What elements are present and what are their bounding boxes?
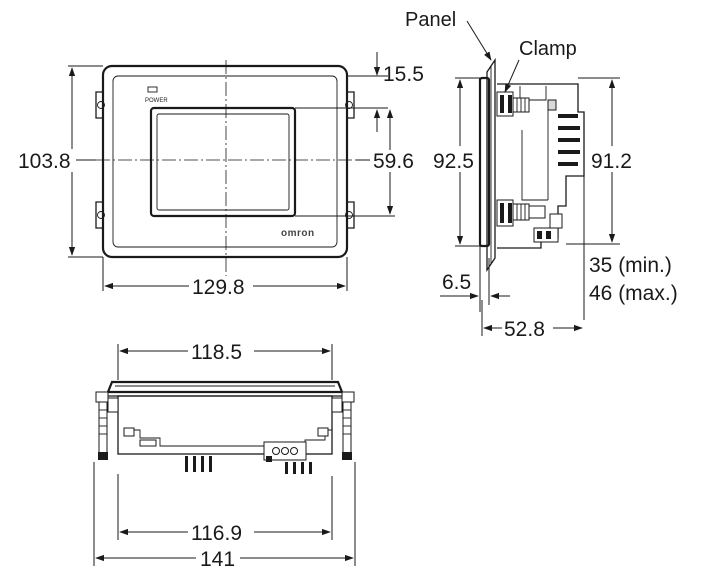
power-led (147, 86, 158, 93)
dim-screen-offset: 15.5 (295, 52, 424, 132)
mounting-tab-left-top (95, 91, 105, 119)
power-label: POWER (145, 98, 168, 104)
front-view: POWER omron (95, 60, 356, 276)
side-depth-value: 52.8 (504, 318, 545, 341)
panel-label: Panel (405, 9, 456, 31)
min-depth-value: 35 (min.) (589, 254, 672, 277)
dim-screen-height: 59.6 (295, 109, 414, 217)
mounting-tab-left-bottom (95, 201, 105, 229)
front-bezel-outer (101, 64, 349, 259)
front-width-value: 129.8 (192, 276, 245, 299)
bottom-top-width-value: 118.5 (191, 341, 242, 364)
mounting-tab-right-bottom (345, 201, 355, 229)
front-height-value: 103.8 (18, 150, 71, 173)
dim-bottom-top-width: 118.5 (117, 341, 333, 380)
dim-side-depth: 52.8 (481, 300, 583, 341)
side-bezel (478, 76, 491, 248)
panel-thickness-value: 6.5 (442, 271, 471, 294)
front-bezel-inner (112, 75, 338, 248)
dim-side-panel-height: 92.5 (433, 77, 480, 247)
dim-panel-thickness: 6.5 (440, 246, 510, 312)
screen-offset-value: 15.5 (383, 63, 424, 86)
max-depth-value: 46 (max.) (589, 282, 678, 305)
dim-bottom-inner-width: 116.9 (117, 474, 333, 545)
dim-front-width: 129.8 (102, 257, 348, 299)
side-view (478, 57, 585, 273)
label-panel: Panel (405, 9, 492, 61)
brand-logo: omron (281, 228, 315, 239)
cooling-fins (558, 114, 580, 166)
dim-front-height: 103.8 (18, 65, 103, 258)
dim-overall-width: 141 (93, 462, 356, 571)
display-screen (156, 113, 290, 211)
bottom-inner-width-value: 116.9 (191, 522, 242, 545)
clamp-screw-left (95, 391, 119, 460)
bottom-pins (185, 456, 312, 474)
panel-plate (486, 57, 496, 273)
bottom-view (95, 380, 355, 474)
dim-side-body-height: 91.2 (566, 77, 632, 245)
side-connector (533, 213, 563, 243)
clamp-label: Clamp (519, 38, 577, 60)
bottom-bezel (106, 380, 344, 394)
bottom-body (117, 395, 333, 455)
display-screen-frame (149, 106, 297, 218)
clamp-top (496, 91, 530, 117)
side-body-height-value: 91.2 (591, 150, 632, 173)
label-clamp: Clamp (504, 38, 577, 93)
clamp-screw-right (331, 391, 355, 460)
clamp-bottom (496, 199, 546, 227)
screen-height-value: 59.6 (373, 150, 414, 173)
dim-depth-range: 35 (min.) 46 (max.) (583, 176, 678, 320)
terminal-block (263, 441, 307, 462)
side-panel-height-value: 92.5 (433, 150, 474, 173)
overall-width-value: 141 (200, 548, 235, 571)
